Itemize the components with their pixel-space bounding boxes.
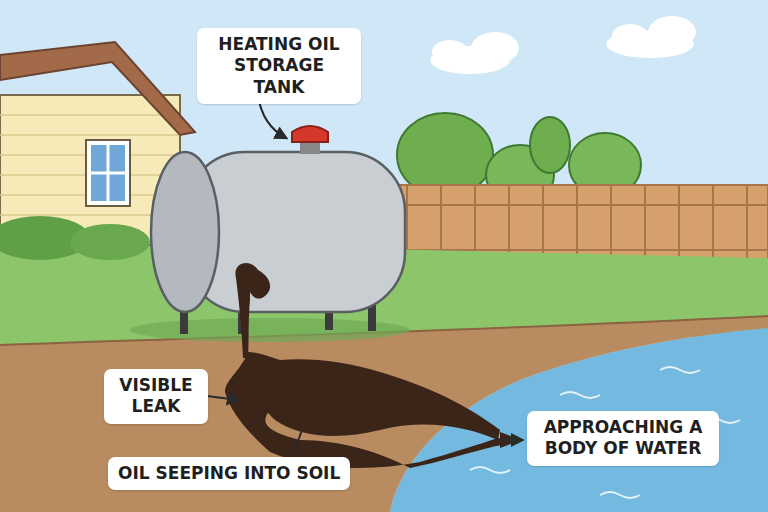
leader-line xyxy=(207,95,522,455)
callout-box: HEATING OIL STORAGE TANK xyxy=(197,28,361,104)
cloud xyxy=(430,16,696,74)
callout-label: OIL SEEPING INTO SOIL xyxy=(118,463,340,484)
callout-box: VISIBLE LEAK xyxy=(104,369,208,424)
callout-label: VISIBLE LEAK xyxy=(114,375,198,418)
soil xyxy=(0,316,768,512)
callout-box: OIL SEEPING INTO SOIL xyxy=(108,457,350,490)
callout-box: APPROACHING A BODY OF WATER xyxy=(527,411,719,466)
callout-label: HEATING OIL STORAGE TANK xyxy=(207,34,351,98)
oil-leak xyxy=(225,263,522,468)
oil-tank xyxy=(130,126,410,342)
callout-label: APPROACHING A BODY OF WATER xyxy=(537,417,709,460)
